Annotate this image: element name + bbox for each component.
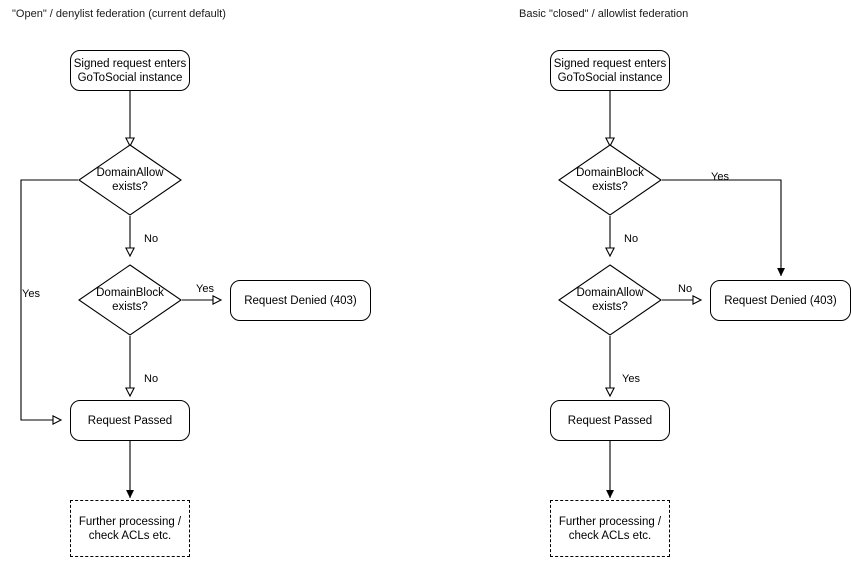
diagram-open-denylist bbox=[20, 91, 223, 499]
node-further-processing[interactable]: Further processing / check ACLs etc. bbox=[70, 500, 190, 557]
edge-label-domainallow-no: No bbox=[144, 233, 159, 245]
edge-domainblock-yes-right bbox=[662, 179, 786, 277]
entry-line-2: GoToSocial instance bbox=[77, 71, 183, 84]
request-denied-label: Request Denied (403) bbox=[244, 294, 357, 307]
diagram-title-open-denylist: "Open" / denylist federation (current de… bbox=[12, 8, 226, 20]
further-processing-line-2-right: check ACLs etc. bbox=[568, 529, 652, 542]
node-request-denied-right[interactable]: Request Denied (403) bbox=[710, 280, 851, 321]
diagram-title-closed-allowlist: Basic "closed" / allowlist federation bbox=[519, 8, 689, 20]
edge-label-domainallow-yes-right: Yes bbox=[622, 373, 640, 385]
further-processing-line-1: Further processing / bbox=[78, 515, 182, 528]
entry-line-2-right: GoToSocial instance bbox=[557, 71, 663, 84]
decision-domainblock-shape bbox=[78, 264, 182, 336]
further-processing-line-1-right: Further processing / bbox=[558, 515, 662, 528]
edge-label-domainallow-no-right: No bbox=[678, 283, 693, 295]
entry-line-1-right: Signed request enters bbox=[553, 57, 667, 70]
node-signed-request-entry-right[interactable]: Signed request enters GoToSocial instanc… bbox=[550, 50, 670, 91]
decision-domainallow-shape bbox=[78, 144, 182, 216]
edge-label-domainblock-yes: Yes bbox=[196, 283, 214, 295]
decision-domainallow-shape-right bbox=[558, 264, 662, 336]
diagram-closed-allowlist bbox=[558, 91, 786, 499]
node-request-passed-right[interactable]: Request Passed bbox=[550, 400, 670, 441]
further-processing-line-2: check ACLs etc. bbox=[88, 529, 172, 542]
entry-line-1: Signed request enters bbox=[73, 57, 187, 70]
edge-label-domainblock-no: No bbox=[144, 373, 159, 385]
edge-domainallow-yes bbox=[20, 179, 78, 425]
edge-label-domainblock-no-right: No bbox=[624, 233, 639, 245]
request-passed-label: Request Passed bbox=[87, 414, 173, 427]
edge-label-domainblock-yes-right: Yes bbox=[711, 171, 729, 183]
edge-label-domainallow-yes: Yes bbox=[22, 288, 40, 300]
request-passed-label-right: Request Passed bbox=[567, 414, 653, 427]
decision-domainblock-shape-right bbox=[558, 144, 662, 216]
node-signed-request-entry[interactable]: Signed request enters GoToSocial instanc… bbox=[70, 50, 190, 91]
node-request-passed[interactable]: Request Passed bbox=[70, 400, 190, 441]
node-further-processing-right[interactable]: Further processing / check ACLs etc. bbox=[550, 500, 670, 557]
node-request-denied[interactable]: Request Denied (403) bbox=[230, 280, 371, 321]
request-denied-label-right: Request Denied (403) bbox=[724, 294, 837, 307]
